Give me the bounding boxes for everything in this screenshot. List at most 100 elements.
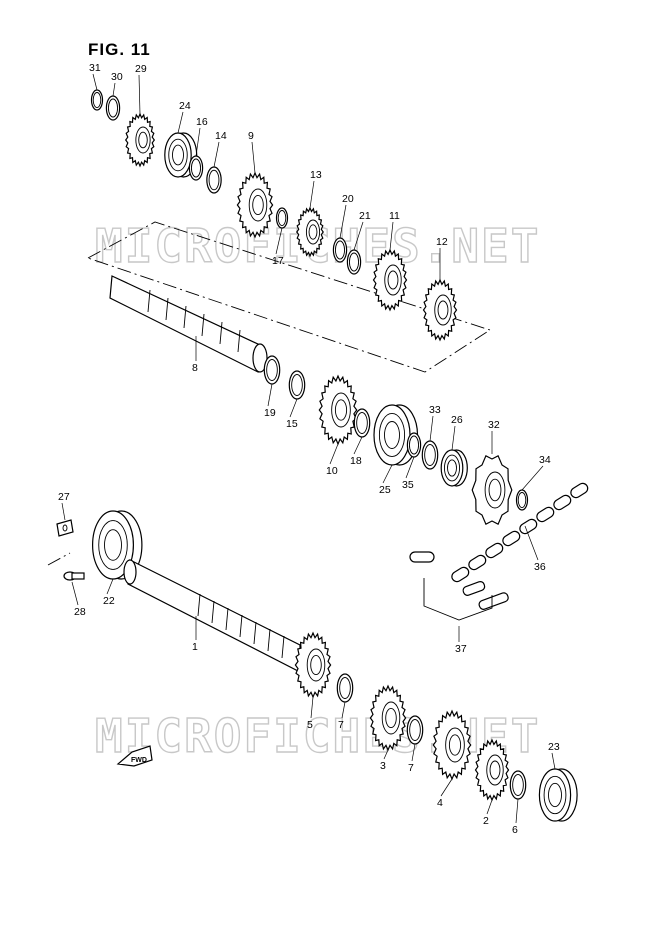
part-20-inner (334, 240, 346, 260)
part-37-side-plate (462, 581, 486, 596)
part-30-inner (107, 98, 119, 118)
part-36 (451, 482, 589, 583)
callout-36: 36 (534, 561, 546, 573)
part-5-hub (306, 648, 326, 682)
callout-20: 20 (342, 193, 354, 205)
part-8-spline (237, 329, 241, 353)
part-26 (440, 449, 468, 487)
part-32-teeth (471, 454, 513, 526)
leader-10 (329, 443, 339, 465)
part-37-bracket (423, 578, 493, 621)
part-18 (353, 408, 371, 438)
part-25 (373, 404, 419, 466)
part-15 (288, 370, 306, 400)
part-34 (515, 489, 529, 511)
callout-8: 8 (192, 362, 198, 374)
part-23 (538, 768, 578, 822)
callout-9: 9 (248, 130, 254, 142)
leader-7 (411, 743, 416, 762)
part-17-inner (277, 210, 287, 226)
part-13-teeth (296, 206, 324, 258)
leader-22 (106, 578, 114, 595)
part-31 (90, 89, 104, 111)
part-9-teeth (236, 171, 274, 239)
part-10-teeth (318, 374, 358, 446)
part-10 (318, 374, 358, 446)
callout-11: 11 (389, 210, 400, 222)
leader-lines (61, 73, 556, 824)
watermark-lower: MICROFICHES.NET (95, 709, 540, 763)
part-16-inner (190, 158, 202, 178)
part-26-race (443, 454, 461, 482)
part-20 (332, 237, 348, 263)
figure-title: FIG. 11 (88, 40, 151, 59)
part-3 (369, 684, 407, 752)
part-4-hub (445, 727, 465, 763)
part-14 (206, 166, 222, 194)
part-35-inner (408, 435, 420, 455)
leader-17 (275, 227, 283, 255)
part-19-inner (266, 359, 278, 381)
part-33 (421, 440, 439, 470)
leader-36 (524, 525, 539, 561)
part-36-link (553, 494, 572, 511)
part-6-inner (512, 774, 524, 796)
part-1-spline (281, 635, 285, 659)
callout-5: 5 (307, 719, 313, 731)
leader-2 (486, 799, 493, 815)
part-1-spline (225, 607, 229, 631)
part-5-teeth (294, 631, 332, 699)
part-32-bore (488, 478, 502, 502)
part-3-hub (381, 701, 401, 735)
part-2 (474, 738, 510, 802)
part-7-inner (409, 719, 421, 741)
part-2-bore (489, 760, 501, 780)
callout-6: 6 (512, 824, 518, 836)
leader-13 (309, 180, 315, 209)
leader-18 (353, 436, 363, 455)
callout-30: 30 (111, 71, 123, 83)
part-31-inner (92, 92, 102, 108)
callout-34: 34 (539, 454, 551, 466)
leader-33 (429, 415, 434, 442)
part-4 (432, 709, 472, 781)
part-8-spline (165, 297, 169, 321)
part-12-teeth (422, 278, 458, 342)
part-8 (109, 275, 268, 373)
callout-19: 19 (264, 407, 276, 419)
part-11-teeth (372, 248, 408, 312)
part-28-shank (71, 572, 85, 580)
part-9 (236, 171, 274, 239)
callout-25: 25 (379, 484, 391, 496)
part-14-inner (208, 169, 220, 191)
part-3-teeth (369, 684, 407, 752)
callout-26: 26 (451, 414, 463, 426)
leader-30 (112, 82, 116, 97)
part-11-bore (387, 270, 399, 290)
callout-28: 28 (74, 606, 86, 618)
callout-29: 29 (135, 63, 147, 75)
part-8-spline (219, 321, 223, 345)
leader-3 (383, 749, 389, 760)
part-1-body (127, 559, 301, 673)
part-12 (422, 278, 458, 342)
leader-5 (310, 696, 314, 719)
part-17 (275, 207, 289, 229)
callout-24: 24 (179, 100, 191, 112)
part-32-hub (484, 471, 506, 509)
part-29-bore (138, 131, 148, 149)
part-36-link (502, 530, 521, 547)
part-12-hub (434, 294, 452, 326)
part-11-hub (384, 264, 402, 296)
leader-7 (341, 701, 346, 719)
part-37 (409, 551, 509, 621)
leader-34 (521, 465, 544, 491)
part-22 (91, 510, 143, 580)
callout-12: 12 (436, 236, 448, 248)
callout-1: 1 (192, 641, 198, 653)
part-19 (263, 355, 281, 385)
callout-35: 35 (402, 479, 414, 491)
part-8-body (109, 275, 261, 373)
